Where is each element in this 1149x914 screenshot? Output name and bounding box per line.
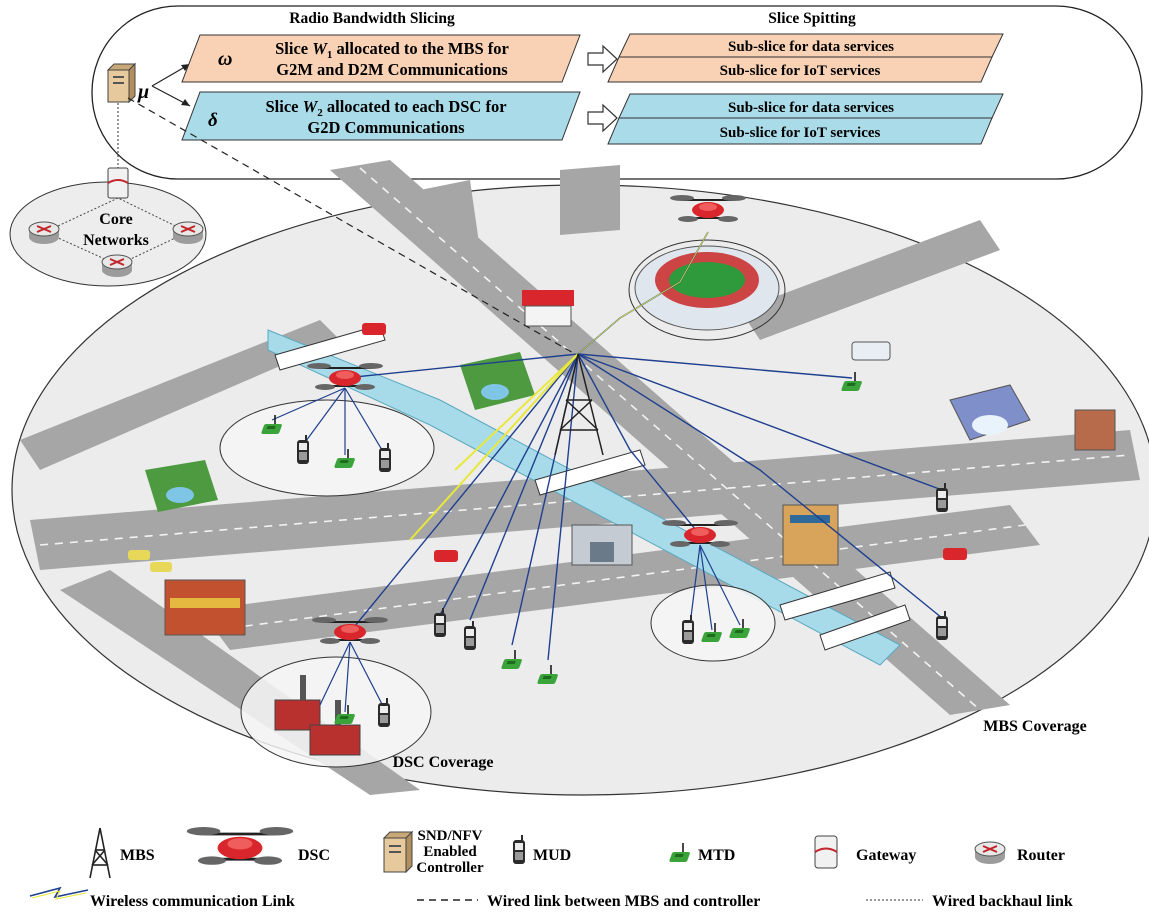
legend-controller-label-1: SND/NFV [417,828,482,844]
legend-mbs-label: MBS [120,847,155,864]
core-networks-label-1: Core [99,211,132,228]
gateway-icon-core [107,167,129,199]
wireless-link-icon [29,886,89,899]
controller-mu-symbol: μ [137,81,149,103]
subslice1-data-label: Sub-slice for data services [728,39,894,55]
dsc-coverage-ellipse-3 [650,584,776,662]
controller-icon [382,830,414,874]
legend-wireless-label: Wireless communication Link [90,893,295,910]
router-icon-bottom [101,254,133,278]
sdn-controller-icon [106,62,137,104]
legend-wired-backhaul-label: Wired backhaul link [932,893,1073,910]
slice1-line1: Slice W1 allocated to the MBS for [275,39,509,61]
legend: MBS DSC SND/NFV Enabled Controller MUD M… [29,825,1073,910]
wireless-links [344,231,943,661]
subslice1-iot-label: Sub-slice for IoT services [720,63,881,79]
mbs-tower-icon [554,353,604,456]
factory-icons [274,675,361,756]
slice2-line1: Slice W2 allocated to each DSC for [265,97,506,119]
subslice2-data-label: Sub-slice for data services [728,100,894,116]
legend-mud-label: MUD [533,847,571,864]
subslice1-iot-box [607,56,993,83]
router-icon-right [172,221,204,245]
legend-gateway-label: Gateway [856,847,916,864]
bus-icon [851,341,891,361]
mbs-icon [89,827,111,879]
house-icon-2 [1074,409,1116,451]
house-icon-1 [949,384,1031,441]
split-title: Slice Spitting [768,10,856,27]
split-arrow-1 [587,44,618,74]
legend-wired-mbs-label: Wired link between MBS and controller [487,893,760,910]
subslice2-iot-label: Sub-slice for IoT services [720,125,881,141]
split-arrow-2 [587,103,618,133]
slice2-box [181,91,581,141]
dsc-icon [185,825,295,867]
taxi-icons [128,550,172,572]
omega-symbol: ω [218,48,232,70]
mud-icon [512,834,526,865]
car-icons [362,323,967,562]
legend-controller-label-2: Enabled [423,844,477,860]
park-icon-2 [145,460,218,512]
router-icon-left [28,221,60,245]
delta-symbol: δ [208,110,218,131]
legend-dsc-label: DSC [298,847,330,864]
subslice2-iot-box [607,117,993,145]
mtd-icon [668,842,692,863]
river [267,329,901,666]
park-icon-1 [460,352,535,410]
slice2-line2: G2D Communications [307,118,465,137]
legend-mtd-label: MTD [698,847,735,864]
slice1-box [181,34,581,83]
legend-controller-label-3: Controller [416,860,484,876]
stadium-coverage-ellipse [628,239,786,341]
dsc-coverage-ellipse-1 [219,399,435,497]
warehouse-icon [571,524,633,566]
core-networks-label-2: Networks [83,232,149,249]
bridges [274,324,911,651]
wired-link-mbs-controller [127,97,576,355]
slice1-line2: G2M and D2M Communications [276,60,508,79]
legend-router-label: Router [1017,847,1065,864]
router-icon [974,841,1006,865]
dsc-coverage-label: DSC Coverage [393,754,494,771]
gateway-icon [814,835,838,869]
school-icon [782,504,839,566]
dsc-wireless-links [271,387,741,713]
shop-icon [164,579,246,636]
slicing-title: Radio Bandwidth Slicing [289,10,455,27]
mbs-coverage-label: MBS Coverage [983,718,1087,735]
stadium-icon [634,245,780,331]
gas-station-icon [522,290,574,327]
